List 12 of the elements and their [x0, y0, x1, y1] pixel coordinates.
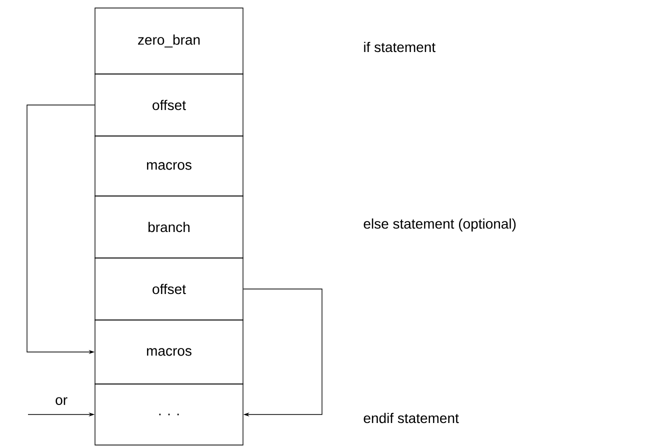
- edge-label: or: [56, 397, 68, 405]
- table-cell: branch: [94, 196, 244, 258]
- statement-label: else statement (optional): [364, 218, 516, 232]
- table-cell: macros: [94, 320, 244, 384]
- table-cell: offset: [94, 258, 244, 320]
- table-cell: offset: [94, 74, 244, 136]
- statement-label: if statement: [364, 42, 436, 52]
- arrow: [243, 288, 322, 417]
- table-cell: macros: [94, 136, 244, 196]
- table-cell: . . .: [94, 384, 244, 446]
- table-cell: zero_bran: [94, 8, 244, 74]
- statement-label: endif statement: [364, 412, 459, 424]
